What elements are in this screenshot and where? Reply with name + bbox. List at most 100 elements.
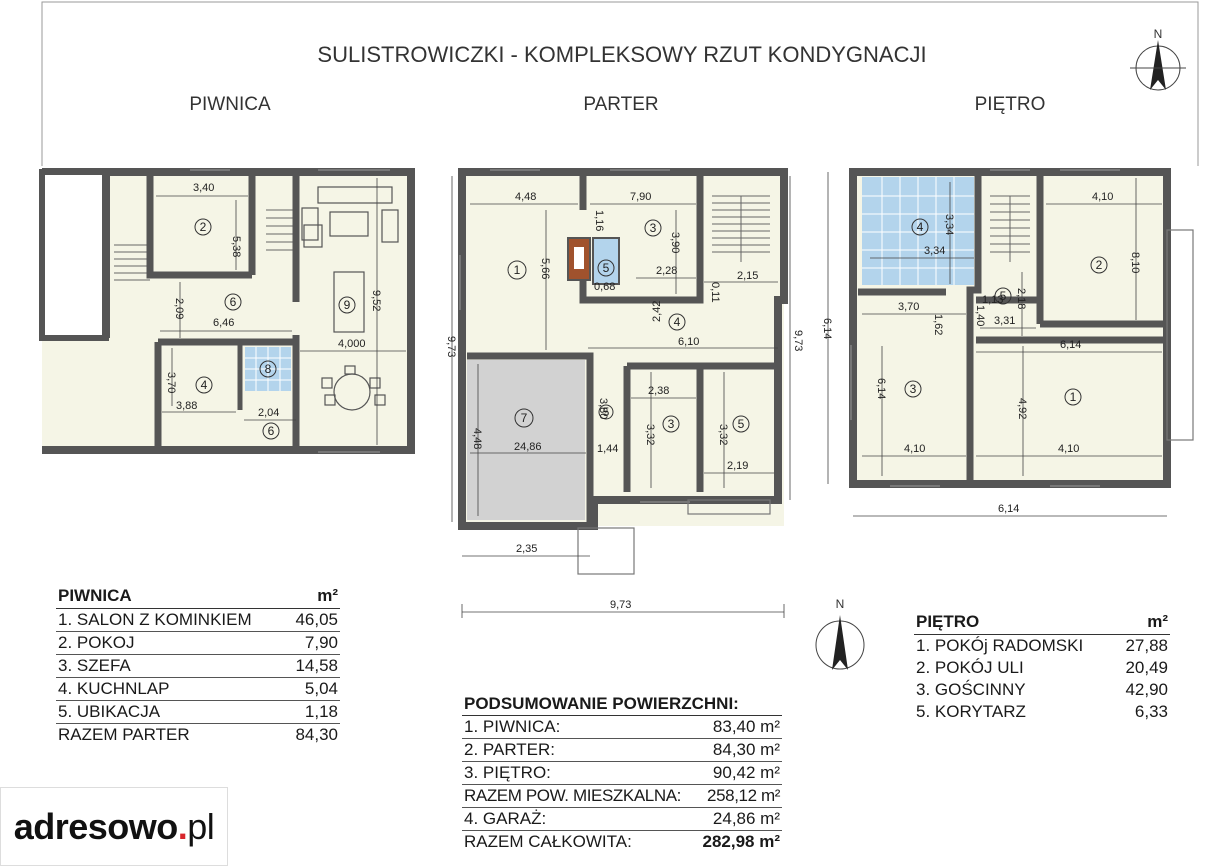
ground-dim: 9,73 bbox=[610, 599, 631, 611]
ground-room-num: 5 bbox=[738, 417, 745, 431]
summary-row: 1. PIWNICA:83,40 m² bbox=[462, 716, 782, 739]
upper-dim: 4,92 bbox=[1016, 398, 1028, 419]
ground-dim: 2,28 bbox=[656, 265, 677, 277]
ground-dim: 2,15 bbox=[737, 270, 758, 282]
basement-room-num: 6 bbox=[268, 424, 275, 438]
ground-floor-plan: 1 3 5 4 7 5 3 5 bbox=[445, 168, 804, 618]
basement-dim: 3,70 bbox=[165, 372, 177, 393]
ground-room-num: 3 bbox=[650, 221, 657, 235]
basement-dim: 3,88 bbox=[176, 400, 197, 412]
compass-north-label: N bbox=[1154, 27, 1163, 41]
upper-dim: 6,14 bbox=[1060, 339, 1081, 351]
basement-dim: 5,38 bbox=[230, 236, 242, 257]
basement-dim: 3,40 bbox=[193, 182, 214, 194]
compass-bottom: N bbox=[815, 597, 865, 670]
summary-title: PODSUMOWANIE POWIERZCHNI: bbox=[462, 694, 782, 716]
upper-dim: 4,10 bbox=[1092, 191, 1113, 203]
floor-label-ground: PARTER bbox=[583, 94, 658, 115]
logo-brand: adresowo bbox=[13, 805, 179, 847]
adresowo-logo[interactable]: adresowo.pl bbox=[0, 787, 228, 866]
basement-dim: 6,46 bbox=[213, 317, 234, 329]
upper-dim: 1,13 bbox=[982, 294, 1003, 306]
upper-dim: 3,34 bbox=[943, 214, 955, 235]
ground-room-num: 1 bbox=[514, 263, 521, 277]
upper-room-num: 2 bbox=[1096, 258, 1103, 272]
ground-dim: 3,32 bbox=[717, 424, 729, 445]
compass-top: N bbox=[1130, 27, 1186, 91]
basement-room-num: 6 bbox=[230, 295, 237, 309]
upper-dim: 3,31 bbox=[994, 315, 1015, 327]
ground-room-num: 7 bbox=[521, 411, 528, 425]
table-header: PIĘTRO m² bbox=[914, 612, 1170, 635]
table-header-unit: m² bbox=[317, 586, 338, 605]
frame-border bbox=[41, 1, 1199, 166]
upper-room-num: 3 bbox=[910, 382, 917, 396]
basement-room-num: 9 bbox=[344, 298, 351, 312]
upper-dim: 6,14 bbox=[875, 378, 887, 399]
summary-row: 4. GARAŻ:24,86 m² bbox=[462, 808, 782, 831]
upper-dim: 6,14 bbox=[821, 318, 833, 339]
upper-dim: 3,34 bbox=[924, 245, 945, 257]
table-header-title: PIĘTRO bbox=[916, 612, 980, 631]
floor-label-upper: PIĘTRO bbox=[975, 94, 1046, 115]
ground-dim: 3,32 bbox=[644, 424, 656, 445]
upper-dim: 2,18 bbox=[1015, 288, 1027, 309]
upper-dim: 1,40 bbox=[974, 305, 986, 326]
upper-dim: 3,70 bbox=[898, 301, 919, 313]
upper-floor-plan: 4 2 5 3 1 4,10 3,34 3,34 8,10 bbox=[821, 168, 1194, 517]
summary-row-total: RAZEM CAŁKOWITA:282,98 m² bbox=[464, 832, 780, 851]
ground-dim: 24,86 bbox=[514, 441, 542, 453]
ground-dim: 5,66 bbox=[539, 258, 551, 279]
upper-dim: 6,14 bbox=[998, 503, 1019, 515]
basement-dim: 4,000 bbox=[338, 338, 366, 350]
ground-dim: 2,38 bbox=[648, 385, 669, 397]
upper-dim: 4,10 bbox=[1058, 443, 1079, 455]
ground-dim: 6,10 bbox=[678, 336, 699, 348]
ground-room-num: 4 bbox=[674, 315, 681, 329]
table-header-title: PIWNICA bbox=[58, 586, 132, 605]
ground-dim: 2,35 bbox=[516, 543, 537, 555]
ground-dim: 2,19 bbox=[727, 460, 748, 472]
floor-label-basement: PIWNICA bbox=[189, 94, 271, 115]
ground-dim: 3,90 bbox=[669, 232, 681, 253]
summary-row: 2. PARTER:84,30 m² bbox=[462, 739, 782, 762]
logo-dot: . bbox=[177, 805, 188, 847]
plan-title: SULISTROWICZKI - KOMPLEKSOWY RZUT KONDYG… bbox=[317, 42, 926, 67]
area-summary: PODSUMOWANIE POWIERZCHNI: 1. PIWNICA:83,… bbox=[462, 694, 782, 853]
ground-dim: 0,11 bbox=[709, 282, 721, 303]
logo-tld: pl bbox=[187, 805, 215, 847]
basement-room-num: 8 bbox=[265, 362, 272, 376]
upper-dim: 8,10 bbox=[1129, 252, 1141, 273]
compass-bottom-north: N bbox=[836, 597, 845, 611]
ground-dim: 2,42 bbox=[651, 301, 663, 322]
ground-dim: 3,80 bbox=[597, 398, 609, 419]
ground-dim: 4,48 bbox=[471, 428, 483, 449]
upper-dim: 4,10 bbox=[904, 443, 925, 455]
table-header: PIWNICA m² bbox=[56, 586, 340, 609]
basement-dim: 2,09 bbox=[173, 298, 185, 319]
upper-room-num: 1 bbox=[1070, 390, 1077, 404]
ground-dim: 4,48 bbox=[515, 191, 536, 203]
basement-plan: 2 6 9 4 8 6 3,40 5,38 2,09 6,46 9,52 4,0… bbox=[39, 168, 415, 454]
upper-room-num: 5 bbox=[1000, 289, 1007, 303]
ground-room-num: 3 bbox=[668, 417, 675, 431]
upper-room-num: 4 bbox=[917, 220, 924, 234]
ground-dim: 1,44 bbox=[597, 443, 618, 455]
basement-dim: 2,04 bbox=[258, 407, 279, 419]
ground-dim: 7,90 bbox=[630, 191, 651, 203]
basement-room-num: 2 bbox=[200, 220, 207, 234]
table-header-unit: m² bbox=[1147, 612, 1168, 631]
